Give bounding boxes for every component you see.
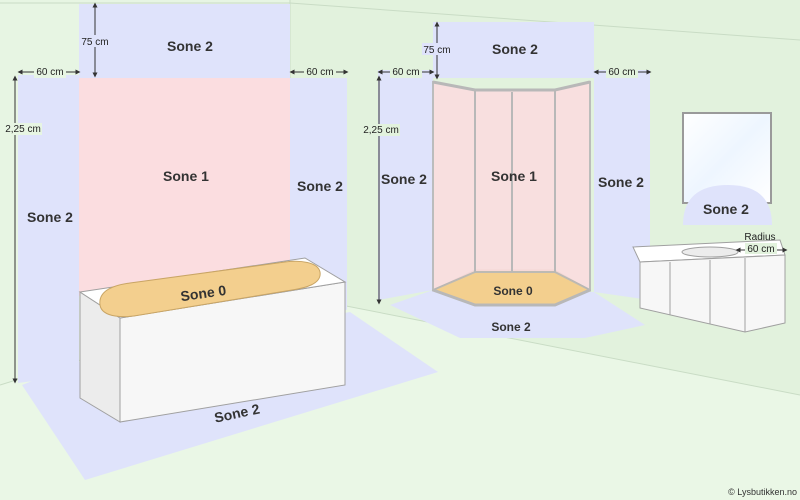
zone1-tub bbox=[79, 78, 290, 296]
label-shower-left-zone2: Sone 2 bbox=[381, 171, 427, 187]
dim-tub-225: 2,25 cm bbox=[5, 124, 41, 135]
zone2-sink bbox=[683, 185, 772, 225]
zone-labels: Sone 2 Sone 1 Sone 2 Sone 2 Sone 0 Sone … bbox=[27, 38, 749, 426]
label-tub-zone1: Sone 1 bbox=[163, 168, 209, 184]
dim-bg-radius bbox=[745, 243, 777, 254]
zone2-tub-right bbox=[290, 78, 347, 310]
bathtub bbox=[78, 257, 347, 423]
shower-glass-left bbox=[432, 80, 476, 292]
label-tub-left-zone2: Sone 2 bbox=[27, 209, 73, 225]
label-shower-floor-zone2: Sone 2 bbox=[491, 320, 531, 334]
zone2-shower-right bbox=[594, 70, 650, 300]
dim-shower-225: 2,25 cm bbox=[363, 125, 399, 136]
label-tub-top-zone2: Sone 2 bbox=[167, 38, 213, 54]
radius-label: Radius bbox=[744, 232, 775, 243]
label-shower-zone1: Sone 1 bbox=[491, 168, 537, 184]
dim-bg-shower-60-right bbox=[606, 66, 638, 78]
dim-bg-shower-60-left bbox=[390, 66, 422, 78]
label-shower-right-zone2: Sone 2 bbox=[598, 174, 644, 190]
dim-bg-tub-60-left bbox=[34, 66, 66, 78]
dim-tub-75: 75 cm bbox=[81, 37, 108, 48]
dim-tub-60-right: 60 cm bbox=[306, 67, 333, 78]
bathtub-basin bbox=[99, 260, 321, 318]
shower-cabin bbox=[431, 80, 592, 307]
dim-shower-60-right: 60 cm bbox=[608, 67, 635, 78]
dim-bg-shower-225 bbox=[362, 124, 400, 136]
label-tub-right-zone2: Sone 2 bbox=[297, 178, 343, 194]
zone2-shower-floor bbox=[390, 290, 645, 338]
zone2-shower-top bbox=[433, 22, 594, 78]
dim-bg-tub-60-right bbox=[304, 66, 336, 78]
credit-text: © Lysbutikken.no bbox=[728, 487, 797, 497]
dim-bg-shower-75 bbox=[422, 43, 452, 55]
dim-shower-60-left: 60 cm bbox=[392, 67, 419, 78]
dim-bg-tub-225 bbox=[4, 123, 42, 135]
label-tub-zone0: Sone 0 bbox=[179, 282, 227, 304]
zone2-tub-top bbox=[79, 4, 290, 78]
dimension-texts: 75 cm 60 cm 60 cm 2,25 cm 75 cm 60 cm 60… bbox=[4, 35, 777, 255]
label-shower-zone0: Sone 0 bbox=[493, 284, 533, 298]
label-shower-top-zone2: Sone 2 bbox=[492, 41, 538, 57]
zone2-tub-left bbox=[18, 75, 79, 383]
sink-basin bbox=[681, 246, 739, 258]
shower-zones bbox=[378, 22, 650, 338]
shower-top-frame bbox=[432, 80, 591, 92]
dim-tub-60-left: 60 cm bbox=[36, 67, 63, 78]
dim-bg-tub-75 bbox=[80, 35, 110, 47]
shower-base-frame bbox=[432, 288, 591, 307]
dim-radius-60: 60 cm bbox=[747, 244, 774, 255]
vanity-cabinet bbox=[639, 254, 786, 333]
dim-shower-75: 75 cm bbox=[423, 45, 450, 56]
label-sink-zone2: Sone 2 bbox=[703, 201, 749, 217]
shower-glass-right bbox=[554, 80, 591, 292]
